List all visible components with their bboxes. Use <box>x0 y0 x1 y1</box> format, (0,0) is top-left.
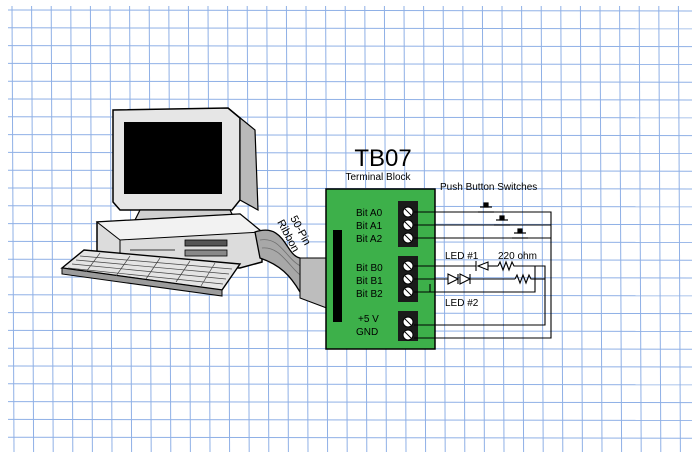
wiring <box>414 211 552 339</box>
led-1-icon <box>475 261 489 271</box>
keyboard-icon <box>60 249 242 297</box>
board-subtitle: Terminal Block <box>345 172 411 183</box>
screw-slot <box>404 234 412 242</box>
screw-slot <box>404 331 412 339</box>
label-bit-a1: Bit A1 <box>356 221 383 232</box>
label-bit-a2: Bit A2 <box>356 234 383 245</box>
monitor-screen <box>124 122 222 194</box>
screw-slot <box>404 221 412 229</box>
ribbon-connector <box>333 230 342 322</box>
label-bit-b2: Bit B2 <box>356 289 383 300</box>
screw-terminals <box>402 206 414 341</box>
screw-slot <box>404 318 412 326</box>
resistor-label: 220 ohm <box>498 251 537 262</box>
screw-slot <box>404 262 412 270</box>
screw-slot <box>404 275 412 283</box>
ribbon-cable-icon <box>254 229 333 311</box>
push-button-label: Push Button Switches <box>440 182 537 193</box>
push-button-icon <box>478 202 528 239</box>
label-bit-b0: Bit B0 <box>356 263 383 274</box>
label-gnd: GND <box>356 327 378 338</box>
screw-slot <box>404 288 412 296</box>
resistor-icon <box>497 260 532 285</box>
screw-slot <box>404 208 412 216</box>
board-title: TB07 <box>354 145 411 172</box>
label-bit-a0: Bit A0 <box>356 208 383 219</box>
label-bit-b1: Bit B1 <box>356 276 383 287</box>
label-plus-5v: +5 V <box>358 314 379 325</box>
monitor-icon <box>112 107 259 223</box>
led-2-icon <box>447 273 472 285</box>
led-2-label: LED #2 <box>445 298 479 309</box>
computer-icon <box>60 107 264 297</box>
led-1-label: LED #1 <box>445 251 479 262</box>
